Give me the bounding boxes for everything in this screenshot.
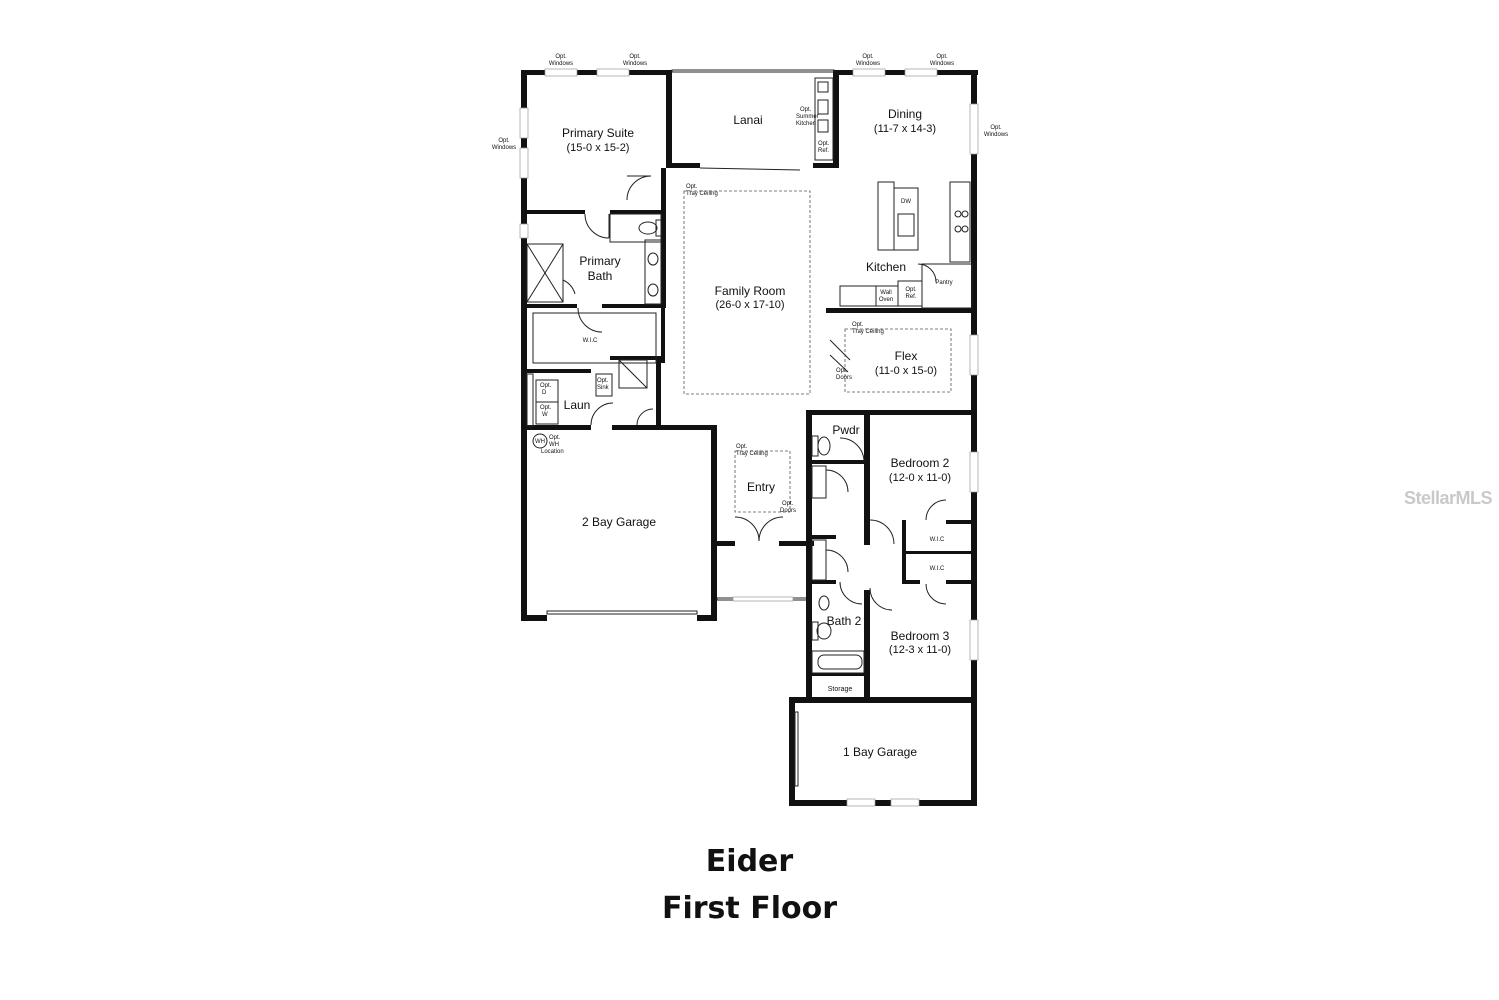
note-sink: Sink — [597, 385, 610, 391]
note-wic: W.I.C — [930, 566, 945, 572]
garage2-label: 2 Bay Garage — [582, 515, 656, 529]
note-location: Location — [541, 449, 564, 455]
family-room-dims: (26-0 x 17-10) — [715, 299, 784, 311]
windows — [519, 68, 979, 807]
note-tray-ceiling: Tray Ceiling — [686, 191, 718, 197]
dining-dims: (11-7 x 14-3) — [874, 123, 936, 135]
note-windows: Windows — [930, 61, 954, 67]
note-windows: Windows — [492, 145, 516, 151]
exterior-walls — [521, 69, 978, 806]
note-doors: Doors — [780, 508, 796, 514]
note-opt: Opt. — [990, 125, 1002, 131]
floor-name: First Floor — [661, 891, 837, 926]
note-wh-location: WH — [549, 442, 559, 448]
note-windows: Windows — [856, 61, 880, 67]
note-opt: Opt. — [818, 141, 830, 147]
note-windows: Windows — [549, 61, 573, 67]
bedroom2-label: Bedroom 2 — [891, 456, 950, 470]
primary-suite-label: Primary Suite — [562, 126, 634, 140]
kitchen-label: Kitchen — [866, 260, 906, 274]
note-windows: Windows — [623, 61, 647, 67]
pwdr-label: Pwdr — [832, 423, 859, 437]
note-wic: W.I.C — [930, 537, 945, 543]
note-wic: W.I.C — [583, 338, 598, 344]
note-opt: Opt. — [597, 378, 609, 384]
lanai-label: Lanai — [733, 113, 762, 127]
note-w: W — [542, 412, 548, 418]
note-wall: Wall — [880, 290, 891, 296]
note-opt: Opt. — [782, 501, 794, 507]
bedroom3-label: Bedroom 3 — [891, 629, 950, 643]
entry-label: Entry — [747, 480, 775, 494]
note-wh: WH — [535, 439, 545, 445]
storage-label: Storage — [828, 686, 853, 693]
laundry-label: Laun — [564, 398, 591, 412]
note-opt: Opt. — [736, 444, 748, 450]
note-opt: Opt. — [540, 405, 552, 411]
note-opt: Opt. — [862, 54, 874, 60]
watermark: StellarMLS — [1404, 488, 1493, 508]
primary-suite-dims: (15-0 x 15-2) — [567, 142, 630, 154]
primary-bath-label-1: Primary — [579, 254, 620, 268]
note-kitchen: Kitchen — [796, 121, 816, 127]
note-tray-ceiling: Tray Ceiling — [736, 451, 768, 457]
family-room-label: Family Room — [715, 284, 786, 298]
note-opt: Opt. — [800, 107, 812, 113]
bedroom3-dims: (12-3 x 11-0) — [889, 644, 951, 656]
note-ref: Ref. — [818, 148, 829, 154]
note-opt: Opt. — [686, 184, 698, 190]
note-pantry: Pantry — [935, 280, 952, 286]
room-labels: Primary Suite (15-0 x 15-2) Lanai Dining… — [562, 107, 951, 759]
note-oven: Oven — [879, 297, 893, 303]
garage1-label: 1 Bay Garage — [843, 745, 917, 759]
flex-label: Flex — [895, 349, 918, 363]
note-tray-ceiling: Tray Ceiling — [852, 329, 884, 335]
note-windows: Windows — [984, 132, 1008, 138]
plan-name: Eider — [705, 844, 794, 879]
note-opt: Opt. — [852, 322, 864, 328]
bedroom2-dims: (12-0 x 11-0) — [889, 472, 951, 484]
note-ref: Ref. — [905, 294, 916, 300]
annotation-notes: Opt. Windows Opt. Windows Opt. Windows O… — [492, 54, 1008, 572]
fixtures — [526, 77, 973, 674]
flex-dims: (11-0 x 15-0) — [875, 365, 937, 377]
note-opt: Opt. — [555, 54, 567, 60]
note-opt: Opt. — [905, 287, 917, 293]
note-d: D — [542, 390, 547, 396]
note-doors: Doors — [836, 375, 852, 381]
note-opt: Opt. — [629, 54, 641, 60]
note-dw: DW — [901, 199, 911, 205]
dining-label: Dining — [888, 107, 922, 121]
note-summer: Summer — [796, 114, 819, 120]
bath2-label: Bath 2 — [827, 614, 862, 628]
note-opt: Opt. — [836, 368, 848, 374]
note-opt: Opt. — [540, 383, 552, 389]
note-opt: Opt. — [498, 138, 510, 144]
primary-bath-label-2: Bath — [588, 269, 613, 283]
note-opt: Opt. — [936, 54, 948, 60]
note-opt: Opt. — [549, 435, 561, 441]
